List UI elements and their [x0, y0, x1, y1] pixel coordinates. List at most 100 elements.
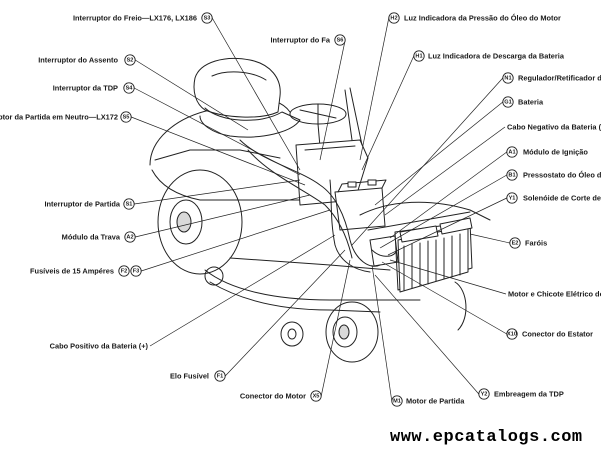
battery-shape	[334, 187, 386, 231]
callout-code: H2	[390, 15, 397, 21]
callout-code-circle	[123, 198, 135, 210]
callout-code-circle	[201, 12, 213, 24]
callout-code: F2	[121, 268, 128, 274]
callout-code-circle	[506, 192, 518, 204]
callout-s3: Interruptor do Freio—LX176, LX186 S3	[73, 12, 301, 171]
callout-code-circle	[388, 12, 400, 24]
front-wheel	[325, 301, 379, 363]
callout-code-circle	[413, 50, 425, 62]
callout-f2f3: Fusíveis de 15 Ampéres F2 F3	[30, 209, 331, 277]
callout-code: E2	[512, 240, 519, 246]
callout-code: S6	[337, 37, 344, 43]
callout-label: Bateria	[518, 98, 544, 107]
leader-line	[351, 77, 504, 246]
tractor-illustration	[149, 57, 491, 363]
callout-code-circle	[120, 111, 132, 123]
callout-label: Interruptor de Partida	[44, 200, 120, 209]
callout-label: Cabo Negativo da Bateria (—)	[507, 123, 601, 132]
leader-line	[141, 209, 331, 272]
callout-code: H1	[415, 53, 422, 59]
callout-code: X10	[507, 331, 517, 337]
callout-a1: Módulo de Ignição A1	[389, 146, 588, 239]
callout-label: Interruptor da TDP	[53, 84, 118, 93]
callout-code: S3	[204, 15, 211, 21]
callout-label: Fusíveis de 15 Ampéres	[30, 267, 114, 276]
callout-code: G1	[504, 99, 511, 105]
leader-line	[134, 179, 301, 205]
callout-label: Módulo de Ignição	[523, 148, 588, 157]
callout-label: Interruptor do Freio—LX176, LX186	[73, 14, 197, 23]
callout-code-circle	[509, 237, 521, 249]
callout-label: Motor e Chicote Elétrico do	[508, 290, 601, 299]
leader-line	[135, 194, 311, 238]
leader-line	[379, 174, 507, 249]
callout-g1: Bateria G1	[374, 96, 544, 206]
callout-code: Y1	[509, 195, 516, 201]
callout-code: F1	[217, 373, 224, 379]
callout-label: Regulador/Retificador de	[518, 74, 601, 83]
leader-line	[387, 197, 507, 256]
callout-s1: Interruptor de Partida S1	[44, 179, 301, 210]
callout-code: Y2	[481, 391, 488, 397]
callout-code: A2	[126, 234, 133, 240]
leader-line	[359, 17, 390, 161]
callout-label: Solenóide de Corte de C	[523, 194, 601, 203]
callout-code: M1	[393, 398, 401, 404]
callout-label: Pressostato do Óleo do	[523, 171, 601, 180]
callout-m1: Motor de Partida M1	[371, 264, 465, 407]
callout-code-circle	[214, 370, 226, 382]
callout-motor: Motor e Chicote Elétrico do	[389, 259, 601, 299]
callout-code: F3	[133, 268, 140, 274]
callout-code-circle	[310, 390, 322, 402]
leader-line	[224, 249, 346, 377]
callout-pos: Cabo Positivo da Bateria (+)	[50, 234, 336, 351]
callout-code-circle	[123, 82, 135, 94]
callout-b1: Pressostato do Óleo do B1	[379, 169, 601, 249]
callout-code: X5	[313, 393, 320, 399]
callout-code-circle	[124, 54, 136, 66]
callout-label: Elo Fusível	[170, 372, 209, 381]
leader-line	[361, 55, 415, 171]
leader-line	[320, 259, 351, 397]
callout-x5: Conector do Motor X5	[240, 259, 351, 402]
callout-label: Conector do Motor	[240, 392, 306, 401]
leader-line	[469, 233, 510, 244]
callout-code-circle	[506, 146, 518, 158]
callout-code-circle	[506, 328, 518, 340]
leader-line	[131, 116, 306, 186]
seat-shape	[193, 57, 281, 118]
rear-wheel	[157, 169, 243, 275]
callout-label: Motor de Partida	[406, 397, 465, 406]
callout-code-circle	[130, 265, 142, 277]
callout-label: Cabo Positivo da Bateria (+)	[50, 342, 149, 351]
callout-code-circle	[118, 265, 130, 277]
leader-line	[135, 59, 249, 131]
callout-code-circle	[502, 96, 514, 108]
leader-line	[389, 151, 508, 239]
callout-label: Luz Indicadora da Pressão do Óleo do Mot…	[404, 14, 561, 23]
callout-y1: Solenóide de Corte de C Y1	[387, 192, 601, 256]
leader-line	[211, 17, 301, 171]
callout-code-circle	[478, 388, 490, 400]
leader-line	[374, 101, 504, 206]
callout-label: Módulo da Trava	[62, 233, 121, 242]
leader-line	[371, 264, 393, 402]
leader-line	[389, 259, 507, 295]
callout-h2: Luz Indicadora da Pressão do Óleo do Mot…	[359, 12, 561, 161]
callout-code: S5	[123, 114, 130, 120]
callout-code: S2	[127, 57, 134, 63]
leader-line	[384, 126, 506, 216]
callout-code: S1	[126, 201, 133, 207]
callout-code: B1	[508, 172, 515, 178]
callout-code: N1	[504, 75, 511, 81]
callout-code: A1	[508, 149, 515, 155]
